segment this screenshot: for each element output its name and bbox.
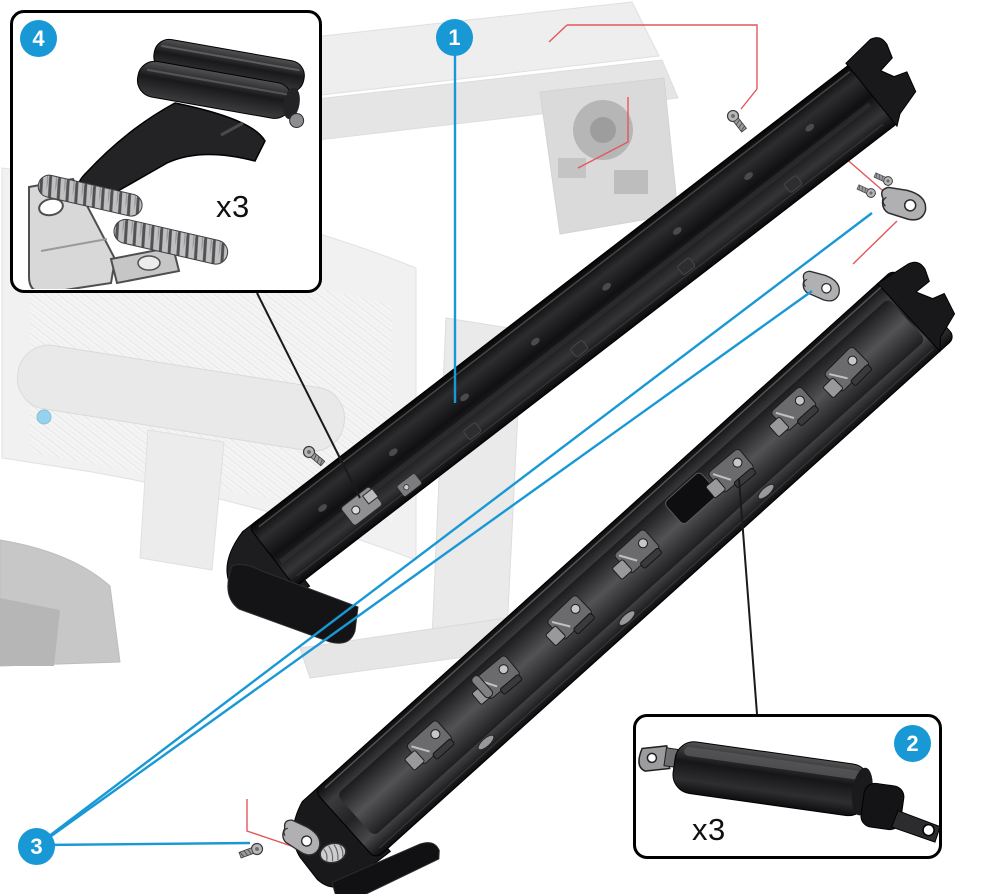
screw-icon [237, 841, 265, 861]
red-line-top [567, 24, 758, 89]
rail1-mid-shade [279, 102, 872, 564]
tension-spring-lower [113, 218, 229, 265]
side-trim-cover-rear [226, 37, 917, 616]
hardware-parts [237, 107, 930, 864]
rail2-bottom-highlight [378, 348, 934, 849]
roller-arm-edge [220, 121, 244, 137]
roller-arm [77, 102, 266, 202]
quantity-label-rollers: x3 [216, 189, 250, 224]
side-trim-cover-front [292, 261, 956, 894]
callout-1-badge: 1 [436, 19, 473, 56]
screw-icon [724, 107, 750, 135]
screw-icon [855, 182, 878, 200]
damper-unit [638, 741, 941, 843]
red-line-carriage [577, 97, 629, 169]
rail1-latch-detail [341, 486, 383, 526]
printer-leg-left [139, 429, 225, 571]
rail1-top-highlight [258, 71, 851, 528]
hook-bracket-icon [797, 268, 844, 305]
printer-media-roll [16, 344, 345, 452]
inset-damper-box: 2 x3 [633, 714, 942, 859]
printer-gear-hub [590, 117, 616, 143]
damper-art [638, 741, 941, 843]
callout-3-badge: 3 [18, 828, 55, 865]
red-line-top-left [548, 24, 568, 43]
rail2-roller-pins [477, 483, 775, 751]
rail2-handle-cutout [665, 472, 718, 524]
rail1-clip-tabs [463, 175, 803, 440]
rail1-detached-endcap [227, 563, 359, 644]
red-line-hook-b [852, 220, 898, 265]
roller-pair [136, 38, 305, 129]
red-line-top-screw [740, 88, 758, 110]
callout-2-badge: 2 [894, 725, 931, 762]
printer-corner-darker [0, 598, 60, 666]
printer-blue-knob [36, 409, 52, 425]
roller-knob [289, 113, 305, 129]
leader-inset-2 [738, 478, 758, 715]
rail1-latch-detail-2 [396, 473, 422, 497]
rail1-bosses [318, 123, 815, 512]
callout-leader-lines [39, 40, 873, 847]
leader-inset-4 [256, 292, 361, 499]
rail2-pin-vertical [471, 675, 494, 699]
leader-callout-3-cluster [39, 841, 251, 847]
mounting-bracket [28, 177, 181, 289]
rail2-foot-flap [331, 842, 440, 894]
tension-spring-upper [37, 174, 143, 217]
grommet-cap-icon [319, 842, 347, 864]
rail2-hook-end [876, 261, 956, 353]
pinch-roller-unit [77, 38, 305, 202]
rail1-hook-end [845, 37, 917, 128]
leader-callout-3-hook-mid [39, 290, 813, 845]
rail2-top-highlight [324, 286, 882, 789]
printer-carriage-detail [558, 158, 586, 178]
damper-end-cylinder [860, 782, 905, 831]
quantity-label-dampers: x3 [692, 812, 726, 847]
leader-callout-3-hook-top [39, 212, 873, 844]
rail1-bottom-highlight [296, 123, 884, 577]
inset-roller-assembly-box: 4 x3 [10, 10, 322, 293]
callout-4-badge: 4 [20, 20, 57, 57]
roller-assembly-art [28, 38, 305, 289]
printer-carriage-detail [614, 170, 648, 194]
inset-leader-lines [256, 292, 758, 715]
hook-bracket-icon [876, 184, 930, 224]
